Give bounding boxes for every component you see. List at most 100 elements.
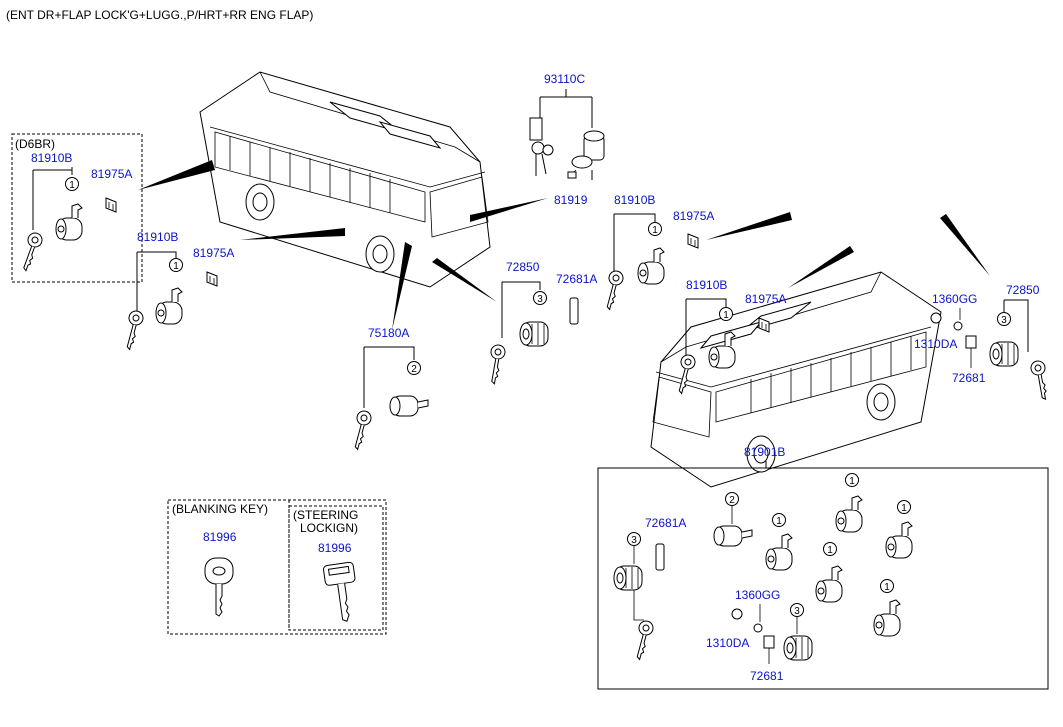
part-label-72681A: 72681A xyxy=(645,516,686,530)
leader-line xyxy=(613,213,656,272)
lock-cylinder-icon xyxy=(835,495,863,533)
part-label-81919: 81919 xyxy=(554,193,588,207)
key-icon xyxy=(600,268,626,312)
key-icon xyxy=(630,618,656,662)
lock-cylinder-icon xyxy=(155,287,183,325)
part-label-81975A: 81975A xyxy=(745,292,786,306)
steering-label-line2: LOCKIGN) xyxy=(300,521,358,535)
lock-cylinder-icon xyxy=(885,521,913,559)
part-label-1360GG: 1360GG xyxy=(735,588,780,602)
callout-circle xyxy=(772,513,786,527)
callout-circle xyxy=(627,532,641,546)
callout-circle xyxy=(823,542,837,556)
d6br-group-box xyxy=(11,133,143,283)
part-label-75180A: 75180A xyxy=(368,326,409,340)
bracket-clip-icon xyxy=(206,271,218,287)
lock-cylinder-icon xyxy=(519,321,549,347)
steering-label-line1: (STEERING xyxy=(293,508,358,522)
lock-cylinder-icon xyxy=(55,203,83,241)
gasket-icon xyxy=(655,543,665,571)
pointer-wedge xyxy=(940,214,990,276)
callout-number: 2 xyxy=(411,364,417,375)
key-icon xyxy=(120,308,146,352)
callout-number: 3 xyxy=(1001,315,1007,326)
d6br-label: (D6BR) xyxy=(15,137,55,151)
pointer-wedge xyxy=(138,160,215,190)
part-label-81910B: 81910B xyxy=(614,193,655,207)
part-label-93110C: 93110C xyxy=(544,72,585,86)
lock-cylinder-icon xyxy=(713,525,753,547)
callout-number: 1 xyxy=(827,545,833,556)
leader-line xyxy=(32,167,73,230)
callout-number: 1 xyxy=(173,261,179,272)
lock-cylinder-icon xyxy=(765,533,793,571)
callout-number: 1 xyxy=(849,476,855,487)
callout-circle xyxy=(725,492,739,506)
key-icon xyxy=(16,230,45,273)
diagram-title: (ENT DR+FLAP LOCK'G+LUGG.,P/HRT+RR ENG F… xyxy=(6,8,313,22)
callout-circle xyxy=(407,361,421,375)
gasket-icon xyxy=(569,297,579,325)
washer-icon xyxy=(953,321,963,331)
callout-number: 2 xyxy=(729,495,735,506)
ignition-switch-icon xyxy=(571,130,605,180)
gasket-icon xyxy=(763,635,775,649)
part-label-72850: 72850 xyxy=(506,260,540,274)
part-label-81975A: 81975A xyxy=(673,209,714,223)
part-label-72681: 72681 xyxy=(952,371,986,385)
callout-number: 1 xyxy=(652,225,658,236)
front-bus-illustration xyxy=(199,71,491,288)
steering-group-box xyxy=(288,505,384,631)
pointer-wedge xyxy=(240,228,345,240)
callout-number: 1 xyxy=(776,516,782,527)
lock-cylinder-icon xyxy=(783,635,813,661)
key-icon xyxy=(348,408,374,452)
set-part-label-81901B: 81901B xyxy=(744,445,785,459)
part-label-81975A: 81975A xyxy=(91,167,132,181)
part-label-72681A: 72681A xyxy=(556,272,597,286)
nut-icon xyxy=(930,312,942,324)
steering-key-icon xyxy=(323,561,356,622)
leader-line xyxy=(633,590,644,621)
callout-number: 3 xyxy=(537,294,543,305)
callout-circle xyxy=(65,177,79,191)
pointer-wedge xyxy=(470,198,548,222)
leader-line xyxy=(136,251,177,312)
callout-circle xyxy=(880,579,894,593)
lock-cylinder-icon xyxy=(389,395,429,417)
part-label-1310DA: 1310DA xyxy=(914,337,957,351)
clip-icon xyxy=(567,171,577,179)
callout-number: 1 xyxy=(723,310,729,321)
callout-circle xyxy=(790,603,804,617)
callout-circle xyxy=(997,312,1011,326)
leader-line xyxy=(685,298,727,358)
callout-circle xyxy=(648,222,662,236)
key-icon xyxy=(1029,359,1051,402)
callout-circle xyxy=(845,473,859,487)
part-label-1310DA: 1310DA xyxy=(706,636,749,650)
gasket-icon xyxy=(965,335,977,349)
callout-circle xyxy=(719,307,733,321)
part-label-81910B: 81910B xyxy=(137,230,178,244)
bracket-clip-icon xyxy=(105,197,117,213)
key-group-box xyxy=(167,499,387,635)
key-icon xyxy=(485,343,507,386)
pointer-wedge xyxy=(392,242,412,330)
rear-bus-illustration xyxy=(650,271,942,488)
part-label-81910B: 81910B xyxy=(31,151,72,165)
washer-icon xyxy=(753,623,763,633)
nut-icon xyxy=(731,608,743,620)
part-label-81996: 81996 xyxy=(203,530,237,544)
blanking-key-icon xyxy=(204,557,234,617)
leader-line xyxy=(539,89,593,128)
callout-circle xyxy=(897,500,911,514)
callout-number: 3 xyxy=(631,535,637,546)
part-label-81910B: 81910B xyxy=(686,278,727,292)
key-set-box xyxy=(597,467,1049,690)
ignition-key-set-icon xyxy=(529,117,554,176)
callout-circle xyxy=(533,291,547,305)
callout-number: 1 xyxy=(884,582,890,593)
leader-line xyxy=(363,346,415,408)
pointer-wedge xyxy=(706,212,792,240)
